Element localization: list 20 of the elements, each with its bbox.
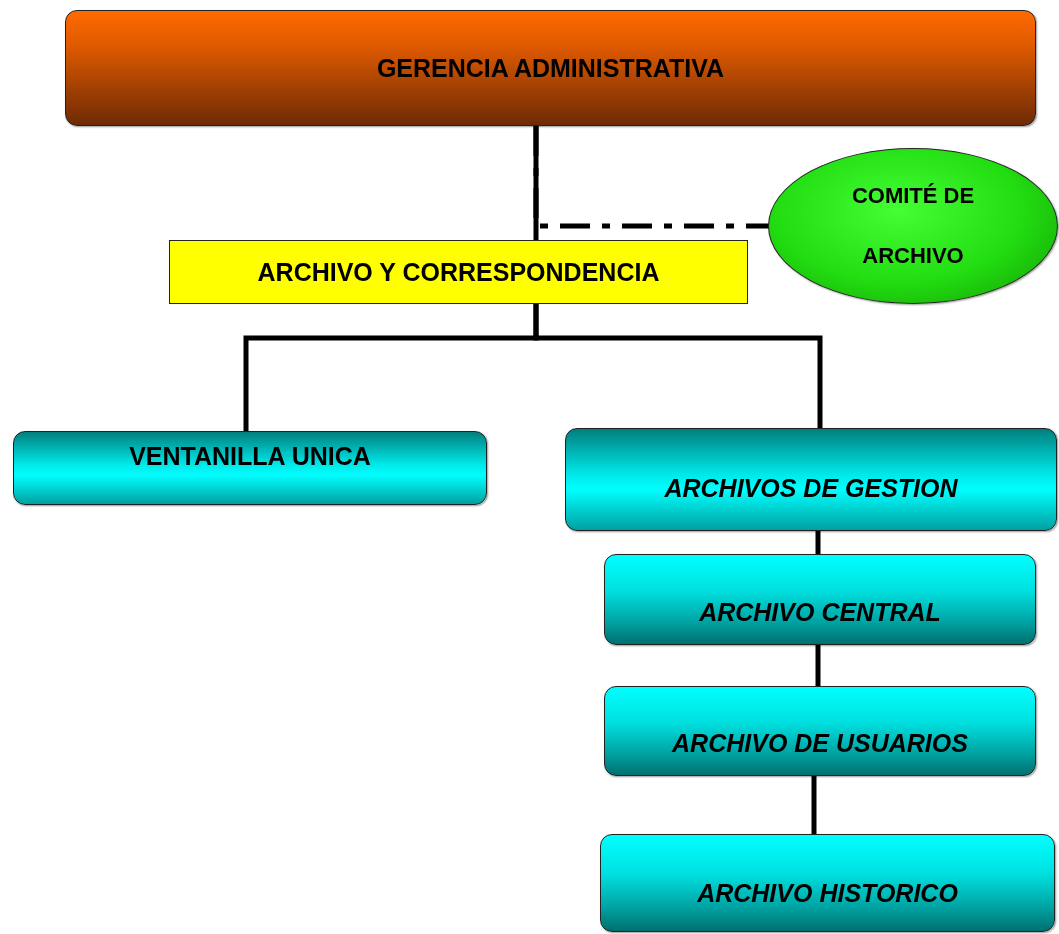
org-box	[65, 10, 1036, 126]
connector-line	[533, 126, 770, 229]
org-box	[604, 686, 1036, 776]
node-label: VENTANILLA UNICA	[129, 441, 371, 471]
node-label: ARCHIVO Y CORRESPONDENCIA	[257, 257, 660, 287]
connector-line	[811, 776, 817, 834]
node-label: ARCHIVO HISTORICO	[697, 878, 958, 908]
connector-line	[815, 645, 821, 686]
node-label: ARCHIVO DE USUARIOS	[672, 728, 968, 758]
node-label: COMITÉ DE ARCHIVO	[850, 182, 976, 270]
node-label: GERENCIA ADMINISTRATIVA	[376, 53, 725, 83]
org-box	[565, 428, 1057, 531]
node-label: ARCHIVOS DE GESTION	[664, 472, 958, 503]
org-box	[169, 240, 748, 304]
org-box	[604, 554, 1036, 645]
org-box	[13, 431, 487, 505]
connector-line	[815, 531, 821, 554]
node-label: ARCHIVO CENTRAL	[699, 596, 941, 627]
connector-line	[533, 304, 823, 428]
org-box	[600, 834, 1055, 932]
